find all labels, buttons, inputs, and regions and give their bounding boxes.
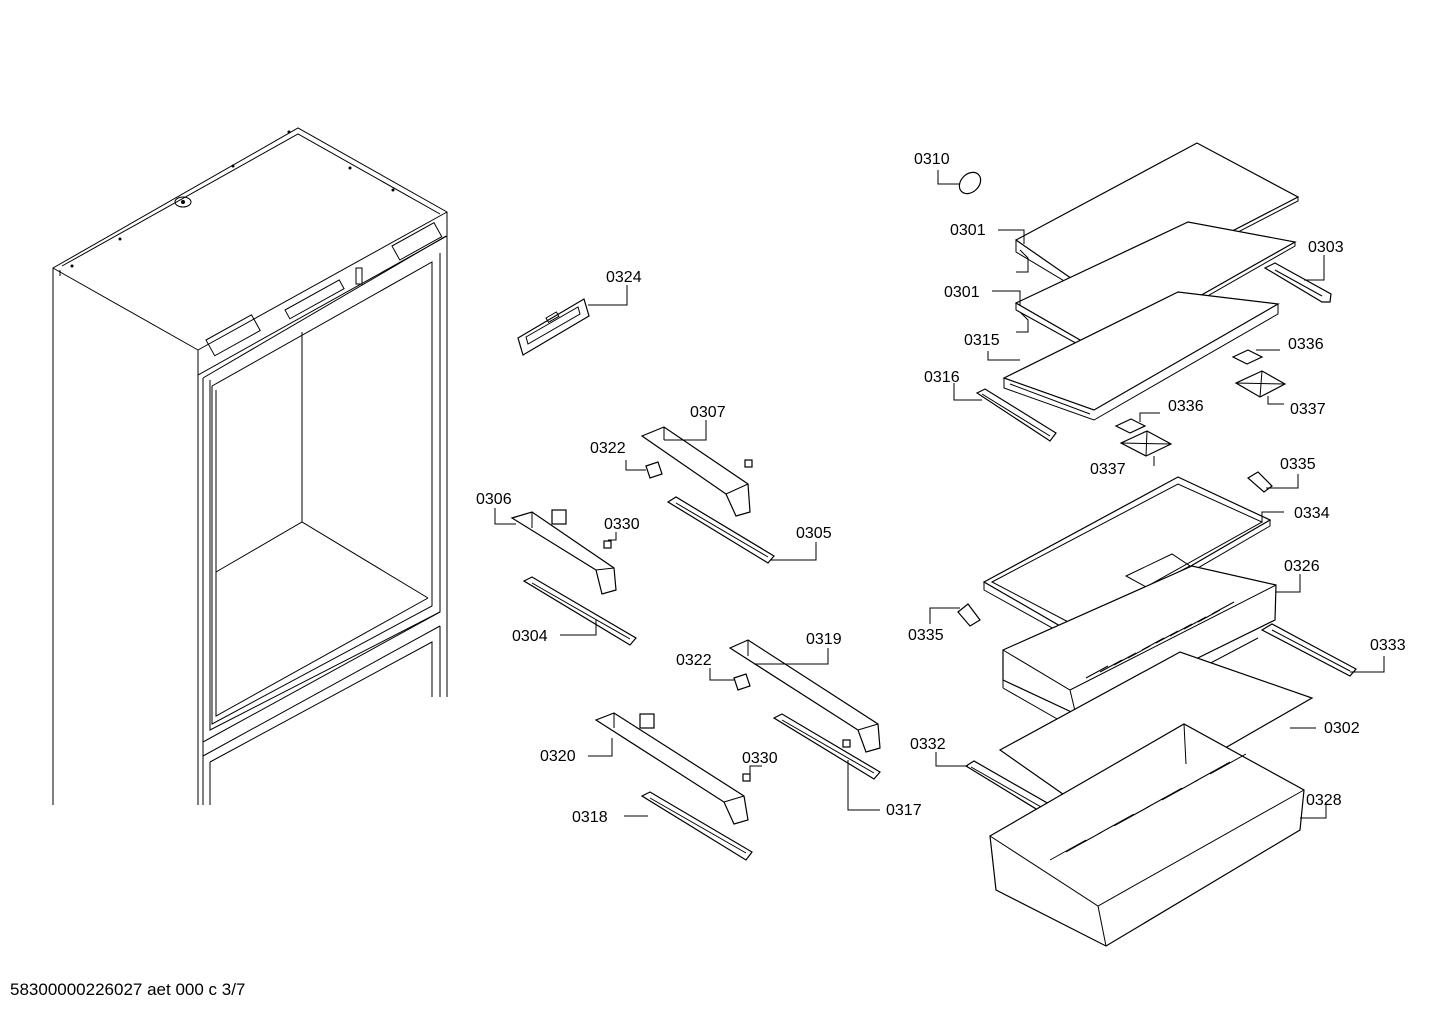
callout-0330-lower: 0330 [742,750,778,767]
leader-lines [494,170,1385,819]
callout-0326: 0326 [1284,558,1320,575]
rail-0333 [1260,623,1357,677]
callout-0316: 0316 [924,369,960,386]
callout-0305: 0305 [796,525,832,542]
callout-0319: 0319 [806,631,842,648]
callout-0332: 0332 [910,736,946,753]
callout-0307: 0307 [690,404,726,421]
callout-0337-left: 0337 [1090,461,1126,478]
clip-0335a [1246,471,1273,493]
callout-0317: 0317 [886,802,922,819]
bracket-0320 [594,712,751,825]
part-0310-cap [958,171,982,195]
callout-labels: 0310 0301 0301 0303 0315 0336 0316 0336 … [476,151,1406,826]
bracket-0319 [728,639,881,753]
callout-0322-upper: 0322 [590,440,626,457]
rail-0304 [522,576,637,646]
callout-0310: 0310 [914,151,950,168]
strip-0316 [975,388,1057,442]
pad-0322b [733,673,751,691]
callout-0335-right: 0335 [1280,456,1316,473]
callout-0336-right: 0336 [1288,336,1324,353]
bracket-0306 [510,509,617,595]
callout-0330-upper: 0330 [604,516,640,533]
callout-0320: 0320 [540,748,576,765]
document-reference: 58300000226027 aet 000 c 3/7 [10,980,246,999]
callout-0306: 0306 [476,491,512,508]
callout-0337-right: 0337 [1290,401,1326,418]
callout-0301-lower: 0301 [944,284,980,301]
callout-0322-lower: 0322 [676,652,712,669]
callout-0328: 0328 [1306,792,1342,809]
callout-0336-left: 0336 [1168,398,1204,415]
callout-0315: 0315 [964,332,1000,349]
drawer-0328 [989,723,1305,947]
callout-0318: 0318 [572,809,608,826]
rail-0317 [772,713,881,780]
shelf-0315 [1002,291,1280,421]
part-0336-0337-set-b [1114,418,1173,457]
callout-0324: 0324 [606,269,642,286]
callout-0334: 0334 [1294,505,1330,522]
part-0324-plate [517,298,590,356]
clip-0335b [957,603,981,627]
rail-0303 [1263,262,1332,303]
callout-0303: 0303 [1308,239,1344,256]
callout-0304: 0304 [512,628,548,645]
pad-0322a [645,461,663,479]
callout-0301-upper: 0301 [950,222,986,239]
drawer-0326 [1002,565,1277,733]
refrigerator-cabinet [52,127,448,805]
part-0336-0337-set-a [1231,349,1287,398]
callout-0335-left: 0335 [908,627,944,644]
callout-0333: 0333 [1370,637,1406,654]
bracket-0307 [640,426,753,517]
callout-0302: 0302 [1324,720,1360,737]
rail-0305 [666,496,775,564]
rail-0318 [640,791,753,861]
